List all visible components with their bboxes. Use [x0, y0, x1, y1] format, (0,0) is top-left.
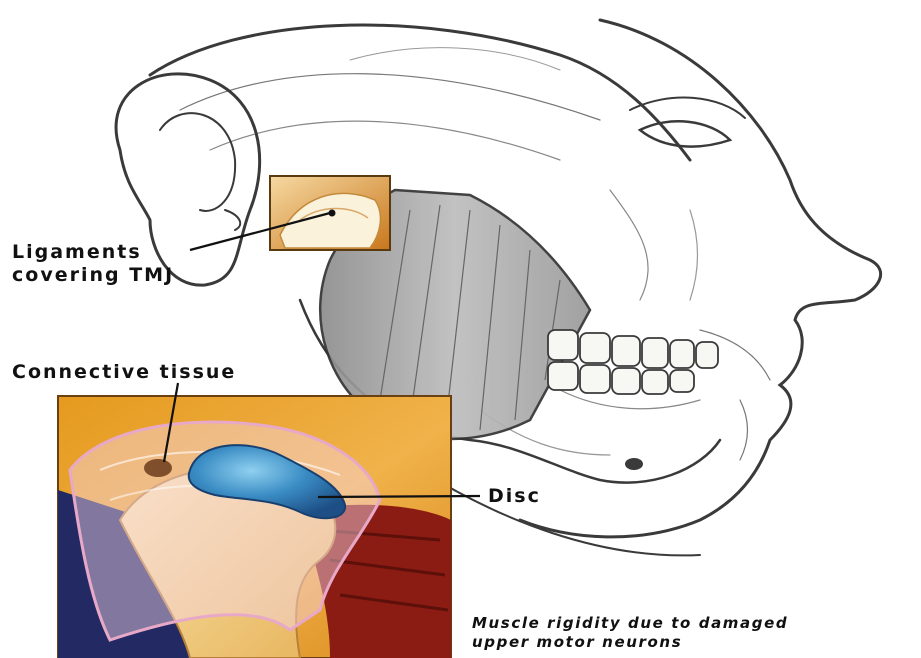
eye — [640, 121, 730, 146]
mandible-lower — [420, 470, 700, 555]
ligaments-label-line1: Ligaments — [12, 240, 142, 264]
disc-label: Disc — [488, 484, 541, 508]
connective-tissue-spot — [144, 459, 172, 477]
caption-line1: Muscle rigidity due to damaged — [472, 614, 788, 633]
connective-tissue-label: Connective tissue — [12, 360, 236, 384]
tmj-large-inset — [58, 396, 451, 658]
mental-foramen — [625, 458, 643, 470]
caption-line2: upper motor neurons — [472, 633, 682, 652]
teeth — [548, 330, 718, 394]
disc-leader — [318, 496, 480, 497]
ligaments-label-line2: covering TMJ — [12, 263, 174, 287]
